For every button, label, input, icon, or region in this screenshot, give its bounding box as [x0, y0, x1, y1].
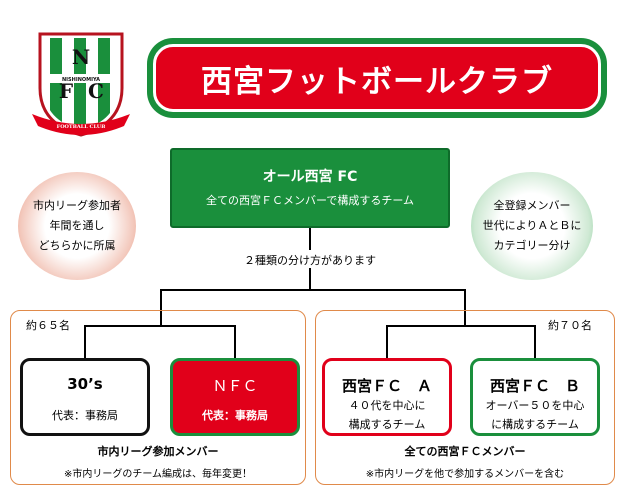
right-group-note: ※市内リーグを他で参加するメンバーを含む [365, 469, 565, 480]
team-fc-a-box: 西宮ＦＣ Ａ ４０代を中心に 構成するチーム [322, 358, 452, 436]
connector-line [309, 268, 311, 290]
connector-line [534, 325, 536, 358]
league-participant-circle: 市内リーグ参加者 年間を通し どちらかに所属 [18, 172, 136, 280]
connector-line [386, 325, 388, 358]
team-fc-a-desc-2: 構成するチーム [348, 418, 426, 431]
right-group-caption: 全ての西宮ＦＣメンバー [404, 445, 526, 458]
all-fc-members-group [315, 310, 615, 485]
connector-line [464, 289, 466, 311]
all-fc-title: オール西宮 FC [262, 169, 358, 185]
right-group-count: 約７０名 [548, 319, 592, 332]
team-fc-a-desc-1: ４０代を中心に [348, 399, 426, 412]
club-emblem: N F C NISHINOMIYA FOOTBALL CLUB [32, 32, 130, 137]
left-group-note: ※市内リーグのチーム編成は、毎年変更！ [63, 469, 253, 480]
emblem-letter-n: N [72, 45, 90, 69]
connector-line [386, 325, 536, 327]
team-fc-b-box: 西宮ＦＣ Ｂ オーバー５０を中心 に構成するチーム [470, 358, 600, 436]
left-group-caption: 市内リーグ参加メンバー [97, 445, 219, 458]
league-members-group [10, 310, 306, 485]
connector-line [234, 325, 236, 358]
team-nfc-rep: 代表：事務局 [202, 409, 268, 422]
connector-line [84, 325, 236, 327]
team-fc-a-name: 西宮ＦＣ Ａ [341, 377, 432, 395]
team-30s-rep: 代表：事務局 [52, 409, 118, 422]
connector-line [309, 228, 311, 250]
team-fc-b-desc-1: オーバー５０を中心 [485, 399, 585, 412]
team-nfc-name: ＮＦＣ [212, 377, 258, 395]
emblem-ribbon-text: FOOTBALL CLUB [57, 124, 106, 130]
all-members-circle: 全登録メンバー 世代によりＡとＢに カテゴリー分け [471, 172, 593, 280]
team-fc-b-name: 西宮ＦＣ Ｂ [489, 377, 580, 395]
connector-line [160, 289, 162, 311]
circle-left-line: 年間を通し [49, 219, 105, 232]
emblem-letter-c: C [88, 79, 104, 103]
circle-left-line: 市内リーグ参加者 [33, 199, 121, 212]
title-banner: 西宮フットボールクラブ [147, 38, 607, 118]
team-fc-b-desc-2: に構成するチーム [491, 418, 579, 431]
methods-note: ２種類の分け方があります [244, 254, 376, 267]
emblem-letter-f: F [59, 79, 73, 103]
all-fc-description: 全ての西宮ＦＣメンバーで構成するチーム [205, 194, 414, 207]
connector-line [160, 311, 162, 325]
emblem-band-text: NISHINOMIYA [62, 77, 100, 83]
circle-right-line: 全登録メンバー [493, 199, 571, 212]
team-30s-name: 30’s [67, 375, 103, 393]
title-banner-inner: 西宮フットボールクラブ [153, 44, 601, 112]
left-group-count: 約６５名 [26, 319, 70, 332]
circle-right-line: 世代によりＡとＢに [482, 219, 582, 232]
team-30s-box: 30’s 代表：事務局 [20, 358, 150, 436]
connector-line [84, 325, 86, 358]
page-title: 西宮フットボールクラブ [201, 63, 553, 100]
all-nishinomiya-fc-box: オール西宮 FC 全ての西宮ＦＣメンバーで構成するチーム [170, 148, 450, 228]
connector-line [160, 289, 466, 291]
team-nfc-box: ＮＦＣ 代表：事務局 [170, 358, 300, 436]
connector-line [464, 311, 466, 325]
circle-right-line: カテゴリー分け [493, 239, 571, 252]
circle-left-line: どちらかに所属 [38, 239, 116, 252]
